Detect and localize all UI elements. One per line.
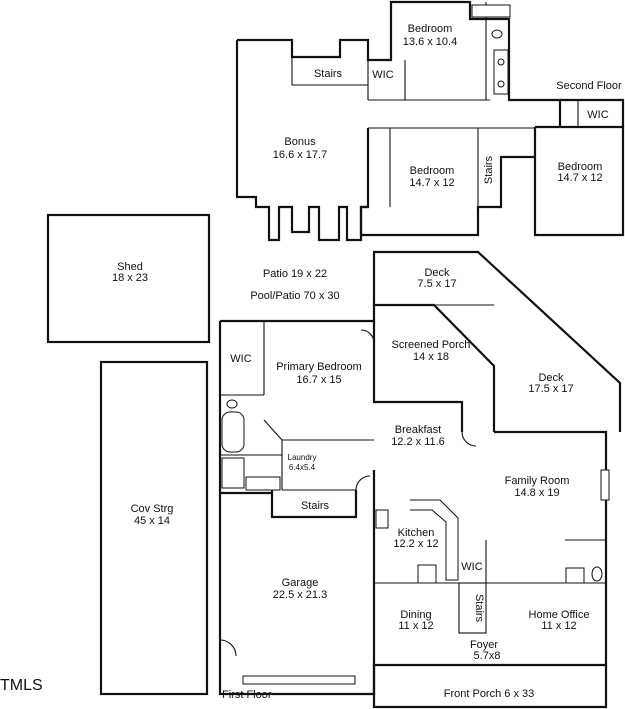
stairs-lower-walls [270, 490, 358, 519]
bedroom-right-name: Bedroom [558, 161, 603, 173]
bedroom-mid-dims: 14.7 x 12 [409, 177, 454, 189]
foyer-dims: 5.7x8 [474, 650, 501, 662]
first-floor-label: First Floor [222, 689, 272, 701]
sink-icon [497, 58, 505, 66]
wic-upper-mid-label: WIC [372, 69, 393, 81]
bathtub-icon [221, 411, 245, 453]
primary-bedroom-name: Primary Bedroom [276, 361, 362, 373]
garage-dims: 22.5 x 21.3 [273, 589, 327, 601]
bonus-left-walls [235, 40, 368, 242]
house-right [372, 321, 464, 432]
wic-primary-label: WIC [230, 353, 251, 365]
bonus-walls [237, 0, 562, 127]
laundry-name: Laundry [288, 453, 317, 462]
bedroom-mid-walls [359, 128, 535, 237]
front-porch-label: Front Porch 6 x 33 [444, 688, 535, 700]
screened-porch-dims: 14 x 18 [413, 351, 449, 363]
breakfast-name: Breakfast [395, 424, 441, 436]
bonus-name: Bonus [284, 136, 316, 148]
bonus-dims: 16.6 x 17.7 [273, 149, 327, 161]
bath-angle [263, 419, 283, 441]
deck-top-walls [372, 250, 622, 432]
door-swing-icon [355, 475, 371, 491]
bedroom-right-dims: 14.7 x 12 [557, 172, 602, 184]
patio-label: Patio 19 x 22 [263, 268, 327, 280]
deck-top-name: Deck [424, 267, 450, 279]
front-porch-walls [372, 665, 608, 709]
dining-dims: 11 x 12 [398, 620, 433, 632]
deck-right-name: Deck [538, 372, 564, 384]
bedroom-right-walls [533, 125, 625, 237]
cov-strg-outline [99, 360, 209, 696]
stairs-lower-label: Stairs [301, 500, 330, 512]
bathtub-icon [471, 4, 511, 18]
wic-kitchen-label: WIC [461, 561, 482, 573]
outbuildings: Shed 18 x 23 Cov Strg 45 x 14 Patio 19 x… [46, 213, 340, 696]
screened-porch-name: Screened Porch [392, 339, 471, 351]
range-icon [375, 509, 389, 529]
bedroom-top-name: Bedroom [408, 23, 453, 35]
vanity-icon [245, 476, 281, 491]
shed-outline [46, 213, 211, 344]
toilet-icon [491, 29, 503, 39]
shed-dims: 18 x 23 [112, 272, 148, 284]
shower-icon [221, 457, 245, 489]
screened-porch-walls [374, 303, 496, 432]
family-room-name: Family Room [505, 475, 570, 487]
stairs-vertical-upper-label: Stairs [483, 155, 495, 184]
stairs-vertical-lower-label: Stairs [473, 594, 485, 623]
door-swing-icon [461, 431, 477, 447]
fridge-icon [417, 564, 437, 584]
kitchen-name: Kitchen [398, 527, 435, 539]
laundry-dims: 6.4x5.4 [289, 463, 316, 472]
primary-bedroom-dims: 16.7 x 15 [296, 374, 341, 386]
garage-door-icon [242, 675, 356, 685]
deck-right-dims: 17.5 x 17 [528, 383, 573, 395]
wic-upper-right-label: WIC [587, 109, 608, 121]
wic-right-box [560, 98, 625, 127]
cov-strg-dims: 45 x 14 [134, 515, 170, 527]
second-floor-label: Second Floor [556, 80, 622, 92]
garage-name: Garage [282, 577, 319, 589]
family-room-dims: 14.8 x 19 [514, 487, 559, 499]
home-office-dims: 11 x 12 [541, 620, 576, 632]
shed-name: Shed [117, 261, 143, 273]
watermark-logo: TMLS [0, 677, 43, 694]
main-walls [220, 305, 376, 323]
toilet-icon [226, 399, 238, 409]
first-floor: Deck 7.5 x 17 Screened Porch 14 x 18 Dec… [218, 250, 622, 709]
home-office-name: Home Office [529, 609, 590, 621]
deck-top-dims: 7.5 x 17 [417, 278, 456, 290]
foyer-name: Foyer [470, 639, 498, 651]
sink-icon [565, 567, 585, 584]
stairs-upper-label: Stairs [314, 68, 343, 80]
sink-icon [497, 80, 505, 88]
door-swing-icon [360, 329, 375, 344]
second-floor: Bedroom 13.6 x 10.4 Stairs WIC Second Fl… [235, 0, 625, 242]
bedroom-mid-name: Bedroom [410, 165, 455, 177]
door-swing-icon [219, 639, 237, 657]
dining-name: Dining [400, 609, 431, 621]
kitchen-island [410, 499, 459, 581]
breakfast-dims: 12.2 x 11.6 [391, 436, 445, 448]
toilet-icon [591, 566, 603, 582]
stairs-vertical-box [458, 582, 487, 634]
cov-strg-name: Cov Strg [131, 503, 174, 515]
fireplace-icon [600, 469, 610, 501]
bedroom-top-dims: 13.6 x 10.4 [403, 36, 457, 48]
vanity-icon [493, 49, 509, 95]
pool-patio-label: Pool/Patio 70 x 30 [250, 290, 339, 302]
kitchen-dims: 12.2 x 12 [393, 538, 438, 550]
